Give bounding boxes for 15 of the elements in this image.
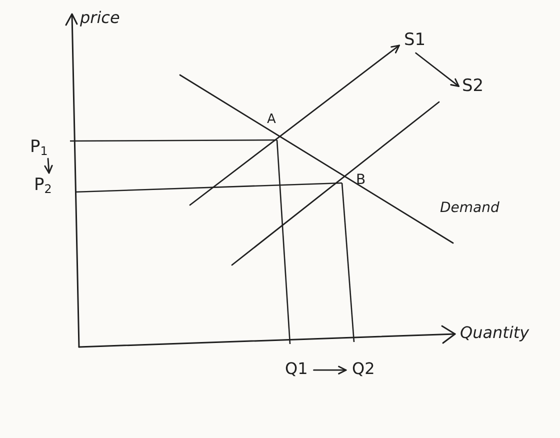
axis-title: Quantity	[460, 324, 530, 342]
point-label: A	[267, 113, 276, 128]
curve-label: S1	[404, 31, 426, 51]
quantity-level-label: Q2	[352, 360, 375, 378]
shift-arrow	[313, 366, 347, 374]
curve-label: S2	[462, 77, 484, 97]
supply-curve	[189, 44, 400, 206]
curve-label: Demand	[440, 200, 500, 216]
shift-arrow	[415, 52, 460, 88]
price-level-label: P$_{2}$	[34, 176, 52, 196]
quantity-level-label: Q1	[285, 360, 308, 378]
axis-title: price	[80, 9, 120, 28]
price-level-label: P$_{1}$	[30, 138, 48, 158]
shift-arrow	[44, 158, 53, 174]
point-label: B	[356, 172, 366, 188]
